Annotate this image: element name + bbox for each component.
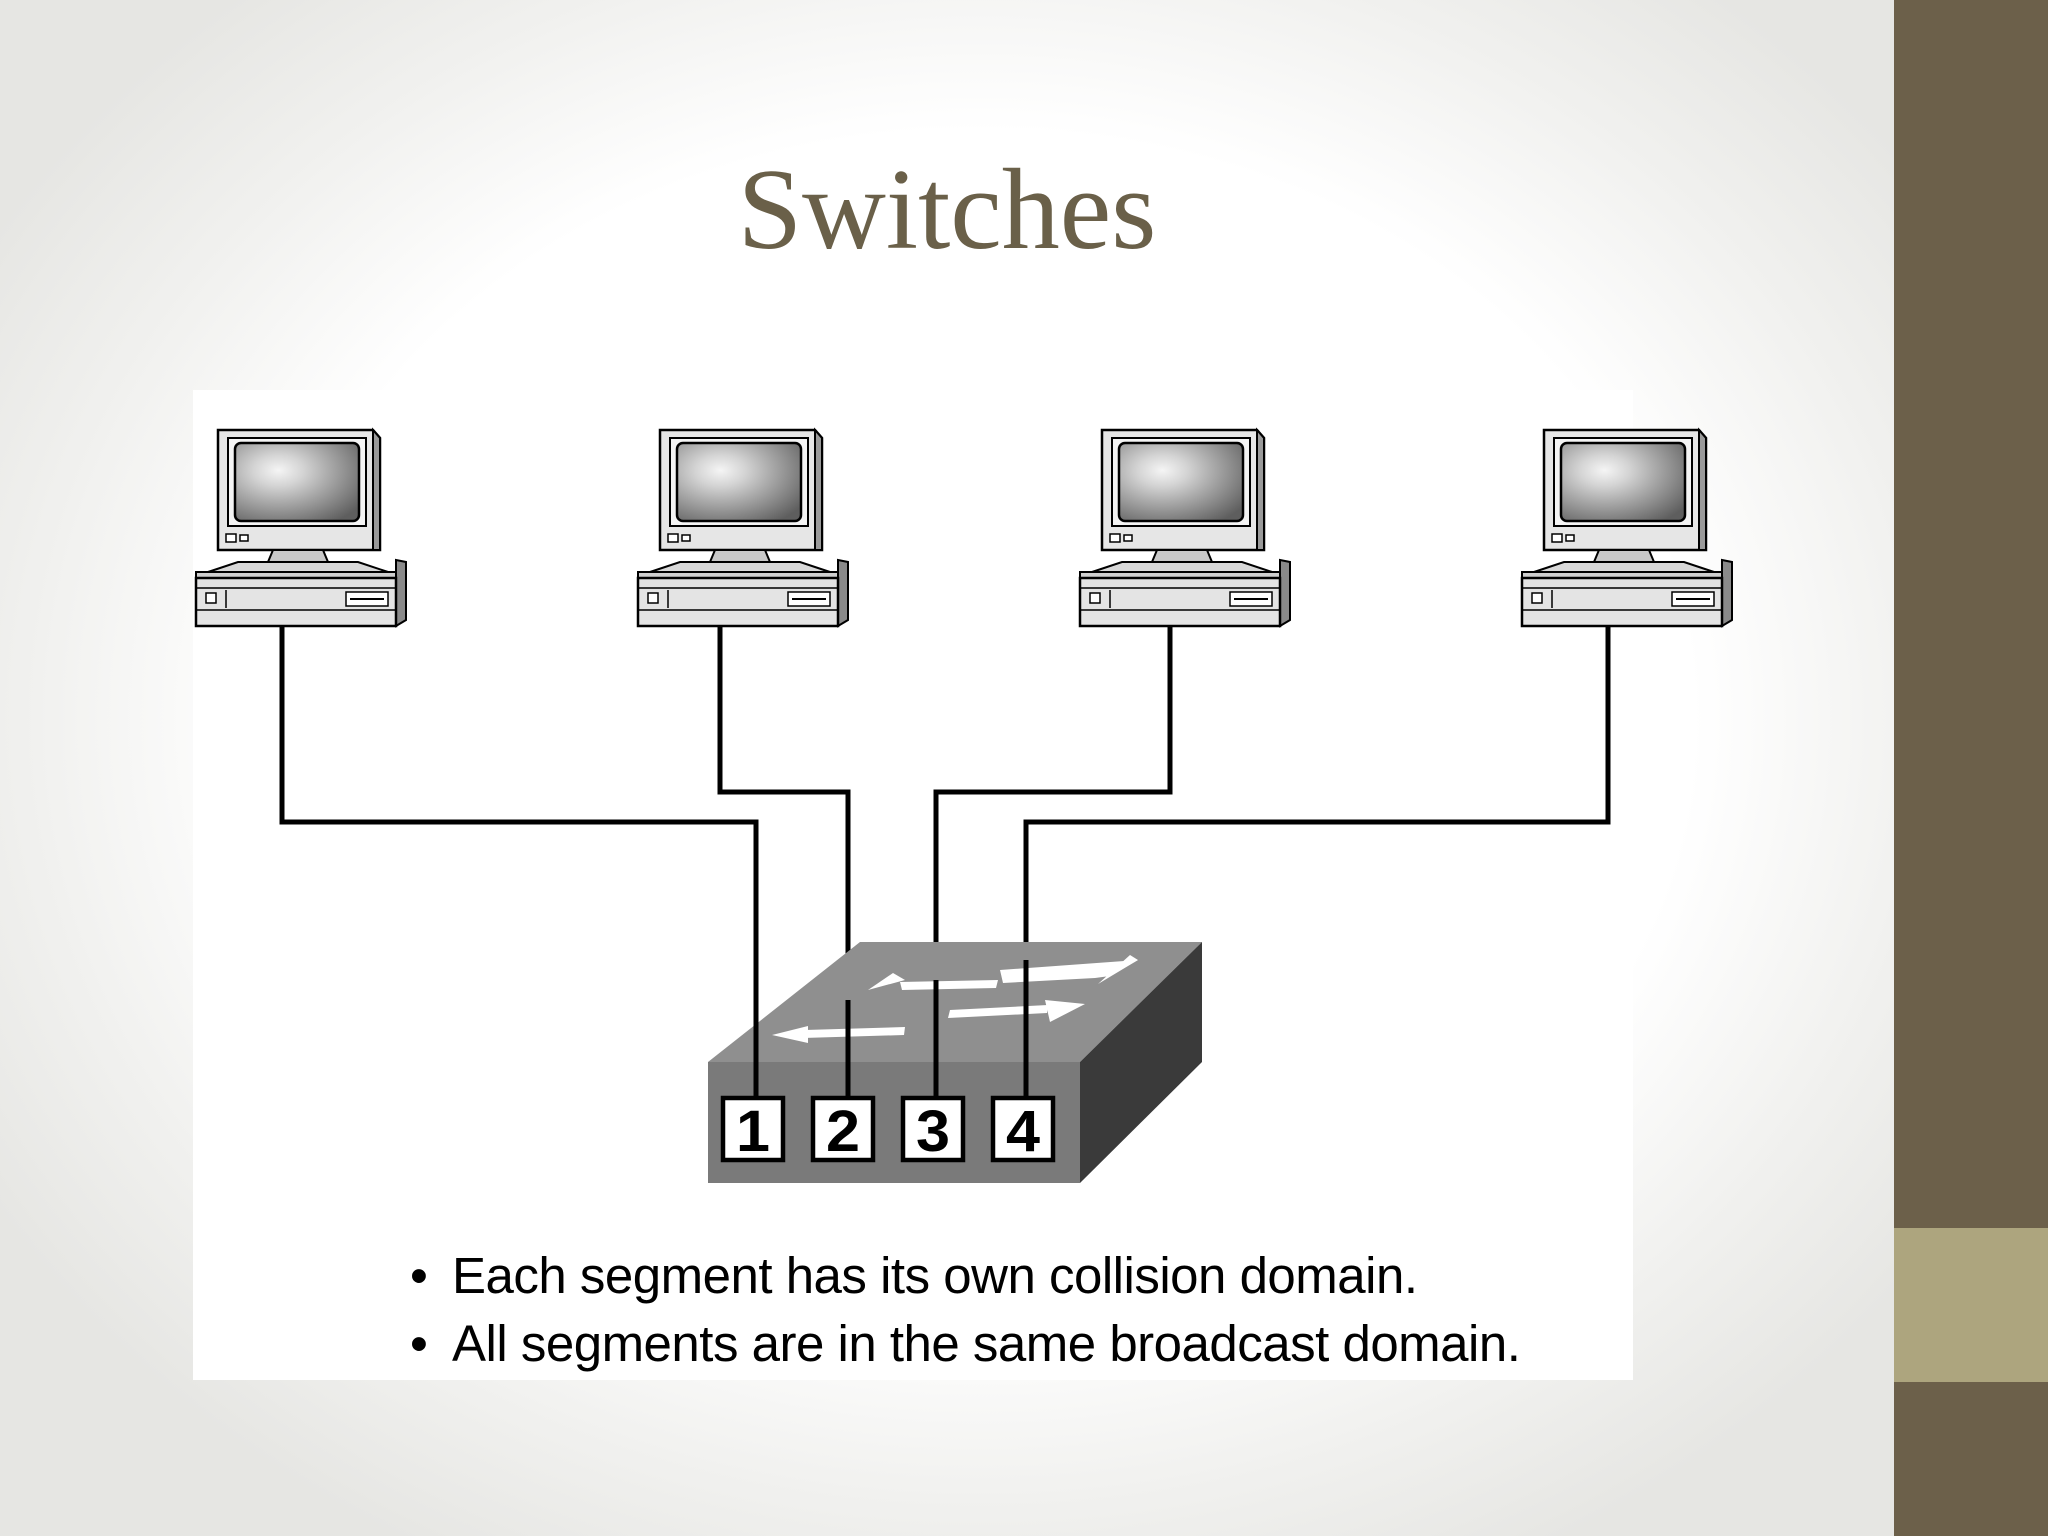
switch-ports: 1 2 3 4 [720, 1095, 1056, 1164]
switch-port-2 [810, 1095, 876, 1163]
switch-port-2-label: 2 [826, 1099, 860, 1164]
switch-port-4 [990, 1095, 1056, 1163]
note-text: All segments are in the same broadcast d… [452, 1315, 1521, 1372]
bullet: • [410, 1315, 428, 1372]
switch-port-1-label: 1 [736, 1099, 770, 1164]
sidebar-band-dark-top [1894, 0, 2048, 1228]
computer-4 [1520, 428, 1734, 628]
computer-2 [636, 428, 850, 628]
computer-1 [194, 428, 408, 628]
bullet: • [410, 1247, 428, 1304]
switch-port-4-label: 4 [1006, 1099, 1040, 1164]
slide-title: Switches [737, 146, 1157, 274]
note-text: Each segment has its own collision domai… [452, 1247, 1418, 1304]
switch-side [1080, 942, 1202, 1183]
switch-port-3-label: 3 [916, 1099, 950, 1164]
figure-panel [193, 390, 1633, 1380]
sidebar-accent [1894, 0, 2048, 1536]
note-item: • Each segment has its own collision dom… [410, 1242, 1520, 1310]
switch-port-3 [900, 1095, 966, 1163]
diagram-notes: • Each segment has its own collision dom… [410, 1242, 1521, 1378]
computer-3 [1078, 428, 1292, 628]
switch-port-1 [720, 1095, 786, 1163]
switch-arrows [772, 955, 1138, 1043]
note-item: • All segments are in the same broadcast… [410, 1310, 1521, 1378]
sidebar-band-dark-bottom [1894, 1382, 2048, 1536]
sidebar-band-light [1894, 1228, 2048, 1382]
cable-1 [279, 625, 759, 1140]
